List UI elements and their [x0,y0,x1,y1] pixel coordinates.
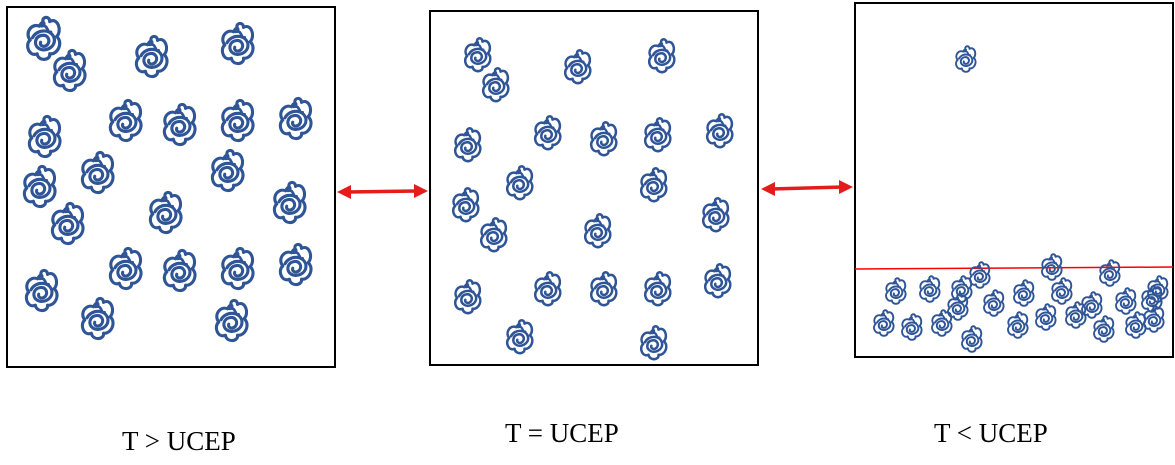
panel-box-2 [429,10,759,366]
caption-above-ucep: T > UCEP [122,426,236,456]
caption-below-ucep: T < UCEP [934,418,1048,448]
panel-box-3 [854,2,1174,358]
double-headed-arrow [337,184,428,199]
caption-at-ucep: T = UCEP [505,418,619,448]
double-headed-arrow [761,180,853,196]
